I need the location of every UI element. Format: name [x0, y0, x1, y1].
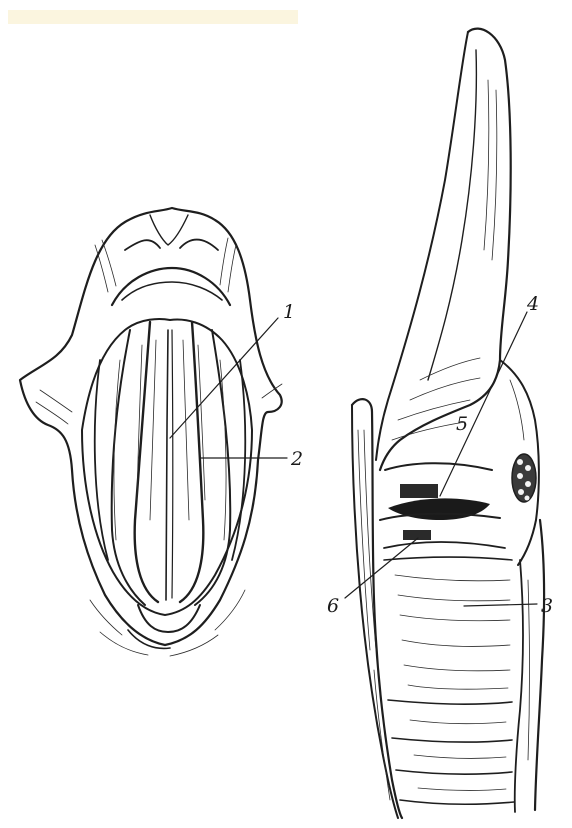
label-3: 3 [541, 595, 553, 617]
label-6: 6 [327, 595, 339, 617]
label-1: 1 [283, 301, 295, 323]
label-5: 5 [456, 413, 468, 435]
nodule-mark [512, 454, 536, 502]
label-4: 4 [526, 293, 539, 315]
ventricle-mark-5 [400, 484, 438, 498]
header-smudge [8, 10, 298, 24]
label-2: 2 [290, 448, 303, 470]
leader-line-3 [464, 604, 537, 606]
ventricle-opening [388, 498, 490, 520]
sagittal-view: 4 5 3 6 [327, 29, 553, 818]
laryngoscopic-view: 1 2 [20, 208, 303, 656]
